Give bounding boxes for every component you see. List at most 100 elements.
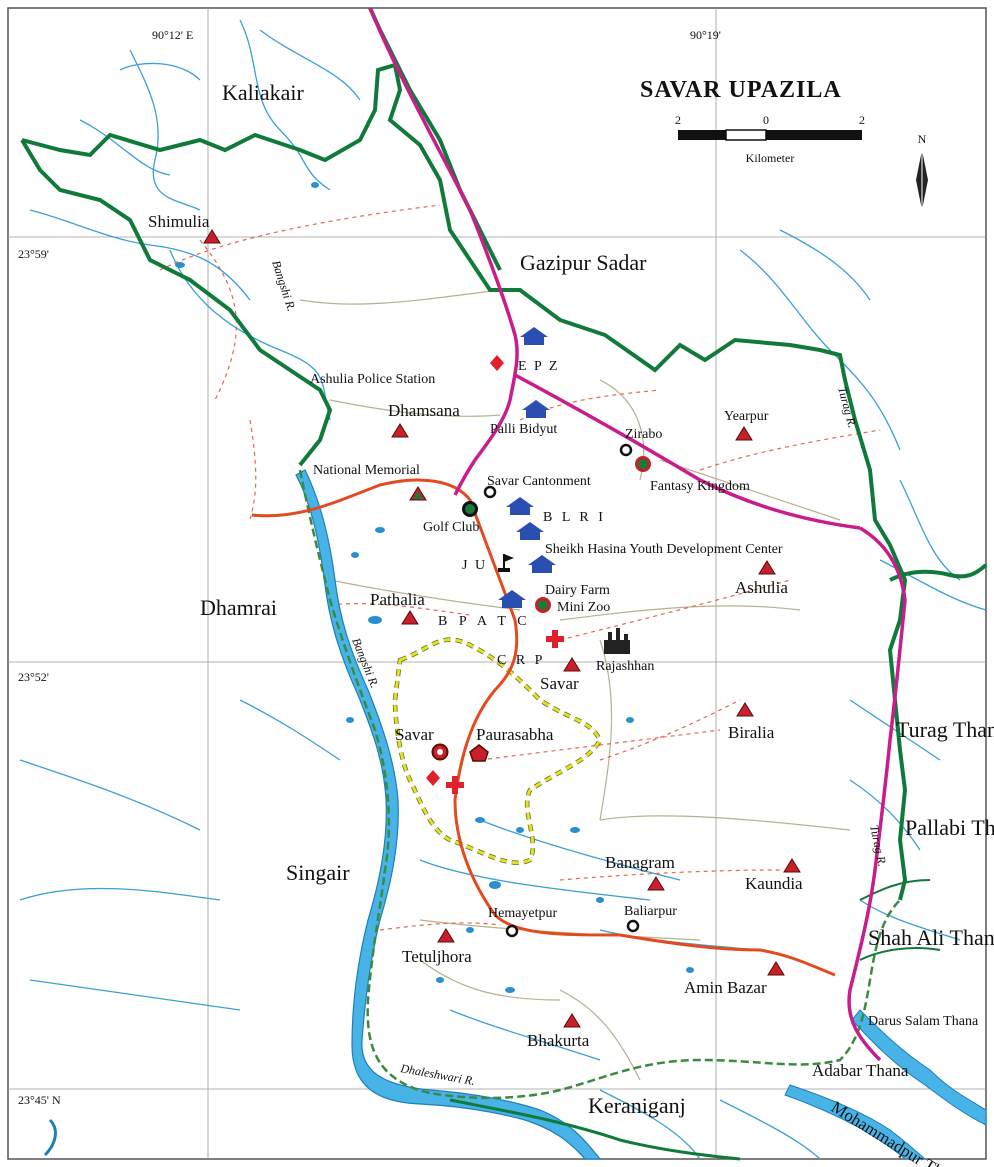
golf-club-icon	[462, 501, 478, 517]
neighbor-gazipur-sadar: Gazipur Sadar	[520, 250, 647, 275]
label-fantasy-kingdom: Fantasy Kingdom	[650, 479, 750, 494]
blri-icon-2	[516, 522, 544, 540]
marker-shimulia	[203, 229, 221, 244]
union-label-pathalia: Pathalia	[370, 590, 425, 609]
marker-ashulia	[758, 560, 776, 575]
crp-hospital-icon	[546, 630, 564, 648]
corner-stream	[43, 1118, 57, 1157]
mini-zoo-icon	[535, 597, 551, 613]
union-label-bhakurta: Bhakurta	[527, 1031, 590, 1050]
river-label-bangshi-north: Bangshi R.	[269, 259, 299, 313]
turag-highway	[847, 526, 907, 1062]
keraniganj-border	[449, 1098, 741, 1161]
union-label-shimulia: Shimulia	[148, 212, 210, 231]
label-crp: C R P	[497, 653, 545, 668]
hemayetpur-icon	[505, 924, 519, 938]
baliarpur-icon	[626, 919, 640, 933]
dhaka-aricha-highway	[251, 478, 836, 977]
scale-bar: 2 0 2 Kilometer	[675, 113, 865, 165]
label-bpatc: B P A T C	[438, 614, 531, 629]
label-hemayetpur: Hemayetpur	[488, 906, 558, 921]
lat-mid-label: 23°52'	[18, 670, 49, 684]
scale-center-label: 0	[763, 113, 769, 127]
lon-west-label: 90°12' E	[152, 28, 193, 42]
union-label-ashulia: Ashulia	[735, 578, 788, 597]
turag-river-channel	[851, 1009, 987, 1126]
label-ashulia-police-station: Ashulia Police Station	[310, 372, 435, 387]
scale-right-label: 2	[859, 113, 865, 127]
lon-east-label: 90°19'	[690, 28, 721, 42]
ju-flag-icon	[498, 554, 514, 572]
neighbor-darus-salam-thana: Darus Salam Thana	[868, 1014, 979, 1029]
neighbor-shah-ali-thana: Shah Ali Thana	[868, 925, 994, 950]
label-baliarpur: Baliarpur	[624, 904, 677, 919]
union-label-yearpur: Yearpur	[724, 409, 769, 424]
union-label-dhamsana: Dhamsana	[388, 401, 460, 420]
upazila-border	[21, 62, 908, 901]
north-label: N	[918, 132, 927, 146]
marker-biralia	[736, 702, 754, 717]
label-dairy-farm: Dairy Farm	[545, 583, 610, 598]
union-label-savar: Savar	[540, 674, 579, 693]
ponds	[175, 182, 694, 993]
paurasabha-boundary	[393, 638, 602, 865]
institution-icons	[498, 327, 556, 608]
label-mini-zoo: Mini Zoo	[557, 600, 610, 615]
label-palli-bidyut: Palli Bidyut	[490, 422, 557, 437]
marker-amin-bazar	[767, 961, 785, 976]
neighbor-adabar-thana: Adabar Thana	[812, 1061, 909, 1080]
marker-banagram	[647, 876, 665, 891]
marker-kaundia	[783, 858, 801, 873]
thana-borders	[859, 879, 941, 961]
bazar-icons	[483, 443, 640, 938]
zirabo-icon	[619, 443, 633, 457]
police-station-icon	[490, 355, 504, 371]
dashed-links	[159, 204, 881, 931]
union-label-tetuljhora: Tetuljhora	[402, 947, 472, 966]
dhaka-tangail-highway	[368, 7, 519, 496]
label-paurasabha: Paurasabha	[476, 725, 554, 744]
union-label-biralia: Biralia	[728, 723, 775, 742]
label-savar-cantonment: Savar Cantonment	[487, 474, 591, 489]
bangshi-river-channel	[295, 469, 602, 1160]
union-label-kaundia: Kaundia	[745, 874, 803, 893]
lat-top-label: 23°59'	[18, 247, 49, 261]
dairy-farm-icon	[498, 590, 526, 608]
neighbor-dhamrai: Dhamrai	[200, 595, 277, 620]
label-national-memorial: National Memorial	[313, 463, 420, 478]
upazila-border-west	[20, 138, 333, 467]
river-label-turag-south: Turag R.	[867, 824, 889, 868]
union-label-amin-bazar: Amin Bazar	[684, 978, 767, 997]
fantasy-kingdom-icon	[635, 456, 651, 472]
neighbor-mohammadpur-thana: Mohammadpur Thana	[828, 1097, 967, 1167]
east-border-strip	[889, 563, 988, 582]
label-epz: E P Z	[518, 359, 559, 374]
neighbor-kaliakair: Kaliakair	[222, 80, 305, 105]
neighbor-singair: Singair	[286, 860, 350, 885]
marker-bhakurta	[563, 1013, 581, 1028]
hospital-icons	[446, 630, 564, 794]
marker-savar	[563, 657, 581, 672]
cantonment-icon	[483, 485, 497, 499]
upazila-hq-icon-inner	[437, 749, 443, 755]
marker-tetuljhora	[437, 928, 455, 943]
national-memorial-icon	[413, 491, 423, 499]
blri-icon	[506, 497, 534, 515]
label-rajashhan: Rajashhan	[596, 659, 654, 674]
marker-dhamsana	[391, 423, 409, 438]
map-title: SAVAR UPAZILA	[640, 77, 842, 103]
label-blri: B L R I	[543, 510, 606, 525]
label-shyd-center: Sheikh Hasina Youth Development Center	[545, 542, 783, 557]
upazila-border-south	[298, 469, 901, 1100]
neighbor-turag-thana: Turag Thana	[896, 717, 994, 742]
label-golf-club: Golf Club	[423, 520, 479, 535]
lat-bottom-label: 23°45' N	[18, 1093, 61, 1107]
epz-icon	[520, 327, 548, 345]
north-arrow: N	[916, 132, 928, 210]
label-zirabo: Zirabo	[625, 427, 662, 442]
savar-police-icon	[426, 770, 440, 786]
neighbor-keraniganj: Keraniganj	[588, 1093, 686, 1118]
paurasabha-icon	[469, 744, 489, 762]
